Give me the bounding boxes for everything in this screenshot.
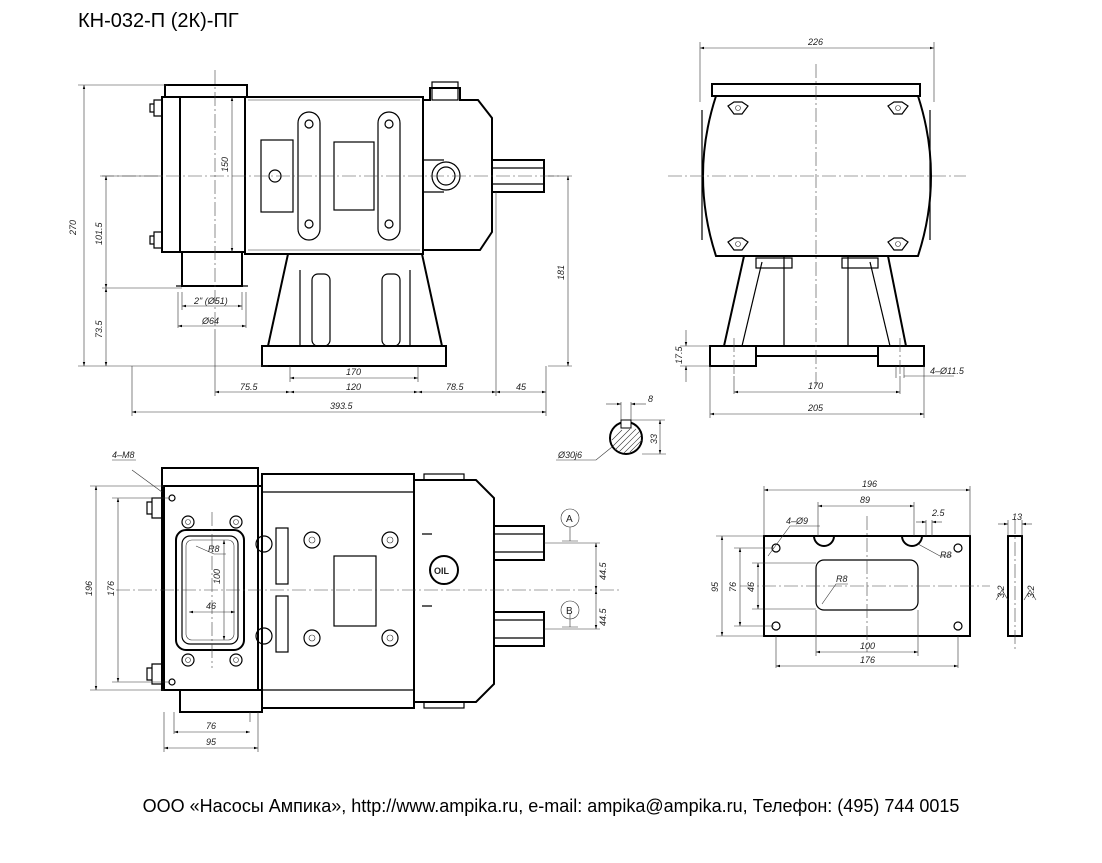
dim-76-top: 76 — [206, 721, 216, 731]
dim-17-5: 17.5 — [674, 345, 684, 364]
flange-view — [740, 516, 1023, 652]
front-view — [100, 70, 560, 367]
dim-44-5-a: 44.5 — [598, 561, 608, 580]
side-view-dimensions: 226 17.5 170 205 4–Ø11.5 — [674, 37, 965, 418]
dim-170-front: 170 — [346, 367, 361, 377]
label-4-m8: 4–M8 — [112, 450, 135, 460]
dim-101-5: 101.5 — [94, 221, 104, 245]
finish-3-2-a: 3.2 — [996, 585, 1006, 598]
technical-drawing: 270 150 101.5 73.5 181 2" (Ø51) Ø64 170 … — [68, 37, 1037, 752]
shaft-section: 8 33 Ø30j6 — [556, 394, 666, 461]
top-view-dimensions: 4–M8 196 176 R8 100 46 76 95 A B 44.5 44… — [84, 450, 608, 752]
dim-13: 13 — [1012, 512, 1022, 522]
drawing-title: КН-032-П (2К)-ПГ — [78, 10, 239, 32]
dim-44-5-b: 44.5 — [598, 607, 608, 626]
dim-170-side: 170 — [808, 381, 823, 391]
label-r8-flange-a: R8 — [940, 550, 952, 560]
dim-key-8: 8 — [648, 394, 653, 404]
dim-2-5: 2.5 — [931, 508, 946, 518]
dim-73-5: 73.5 — [94, 319, 104, 338]
datum-b: B — [566, 606, 573, 617]
datum-a: A — [566, 514, 573, 525]
dim-4-holes-11-5: 4–Ø11.5 — [930, 366, 965, 376]
svg-text:OIL: OIL — [434, 566, 450, 576]
dim-196-flange: 196 — [862, 479, 877, 489]
dim-226: 226 — [807, 37, 823, 47]
dim-120: 120 — [346, 382, 361, 392]
dim-100-flange: 100 — [860, 641, 875, 651]
dim-196-top: 196 — [84, 581, 94, 596]
dim-95-top: 95 — [206, 737, 217, 747]
dim-270: 270 — [68, 220, 78, 236]
dim-205: 205 — [807, 403, 824, 413]
dim-2in: 2" (Ø51) — [193, 296, 228, 306]
label-4-holes-9: 4–Ø9 — [786, 516, 808, 526]
top-view: OIL — [116, 467, 620, 713]
dim-33: 33 — [649, 434, 659, 444]
dim-d64: Ø64 — [201, 316, 219, 326]
dim-46-flange: 46 — [746, 582, 756, 592]
label-r8-flange-b: R8 — [836, 574, 848, 584]
dim-89: 89 — [860, 495, 870, 505]
dim-78-5: 78.5 — [446, 382, 465, 392]
dim-45: 45 — [516, 382, 527, 392]
dim-393-5: 393.5 — [330, 401, 354, 411]
dim-150: 150 — [220, 157, 230, 172]
dim-76-flange: 76 — [728, 582, 738, 592]
dim-181: 181 — [556, 265, 566, 280]
dim-95-flange: 95 — [710, 581, 720, 592]
front-view-dimensions: 270 150 101.5 73.5 181 2" (Ø51) Ø64 170 … — [68, 84, 572, 416]
dim-75-5: 75.5 — [240, 382, 259, 392]
dim-d30j6: Ø30j6 — [557, 450, 582, 460]
flange-view-dimensions: 196 89 4–Ø9 2.5 R8 95 76 46 R8 100 176 1… — [710, 479, 1037, 668]
footer-contact: ООО «Насосы Ампика», http://www.ampika.r… — [142, 796, 960, 816]
side-view — [668, 64, 966, 386]
dim-100-top: 100 — [212, 569, 222, 584]
dim-46-top: 46 — [206, 601, 216, 611]
finish-3-2-b: 3.2 — [1026, 585, 1036, 598]
dim-176-flange: 176 — [860, 655, 875, 665]
dim-176-top: 176 — [106, 581, 116, 596]
label-r8-top: R8 — [208, 544, 220, 554]
